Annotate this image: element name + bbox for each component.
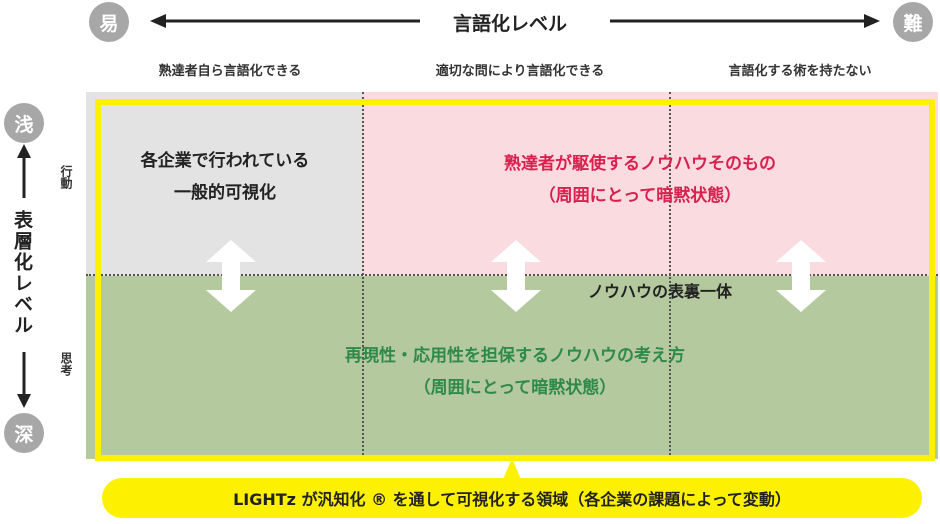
banner-pointer: [502, 458, 522, 482]
row-label-thought: 思考: [59, 352, 73, 376]
green-area-text: 再現性・応用性を担保するノウハウの考え方 （周囲にとって暗黙状態）: [270, 340, 760, 405]
pink-area: [363, 92, 938, 276]
gray-area: [86, 92, 363, 276]
two-sides-label: ノウハウの表裏一体: [587, 282, 732, 301]
pink-area-line-1: 熟達者が駆使するノウハウそのもの: [504, 154, 776, 174]
gray-area-line-2: 一般的可視化: [174, 183, 276, 204]
green-area-line-2: （周囲にとって暗黙状態）: [413, 378, 617, 399]
column-label-3: 言語化する術を持たない: [728, 64, 872, 79]
visualization-scope-banner: LIGHTz が汎知化 ® を通して可視化する領域（各企業の課題によって変動）: [102, 478, 922, 518]
column-label-1: 熟達者自ら言語化できる: [158, 64, 302, 79]
vertical-axis-arrow: [17, 144, 31, 408]
surface-level-title: 表層化レベル: [11, 210, 33, 336]
row-label-action: 行動: [59, 165, 73, 189]
gray-area-text: 各企業で行われている 一般的可視化: [100, 145, 350, 210]
highlight-frame: [95, 99, 935, 461]
gray-area-line-1: 各企業で行われている: [140, 151, 310, 171]
deep-badge: 深: [4, 413, 44, 453]
language-level-title: 言語化レベル: [452, 13, 567, 35]
double-arrow-1: [206, 240, 256, 312]
double-arrow-2: [491, 240, 541, 312]
column-label-2: 適切な問により言語化できる: [435, 64, 605, 79]
hard-badge: 難: [893, 2, 933, 42]
double-arrow-3: [776, 240, 826, 312]
green-area-line-1: 再現性・応用性を担保するノウハウの考え方: [345, 346, 685, 366]
pink-area-line-2: （周囲にとって暗黙状態）: [538, 186, 742, 207]
shallow-badge: 浅: [4, 103, 44, 143]
pink-area-text: 熟達者が駆使するノウハウそのもの （周囲にとって暗黙状態）: [430, 148, 850, 213]
easy-badge: 易: [89, 2, 129, 42]
horizontal-axis-arrow: [150, 14, 880, 28]
